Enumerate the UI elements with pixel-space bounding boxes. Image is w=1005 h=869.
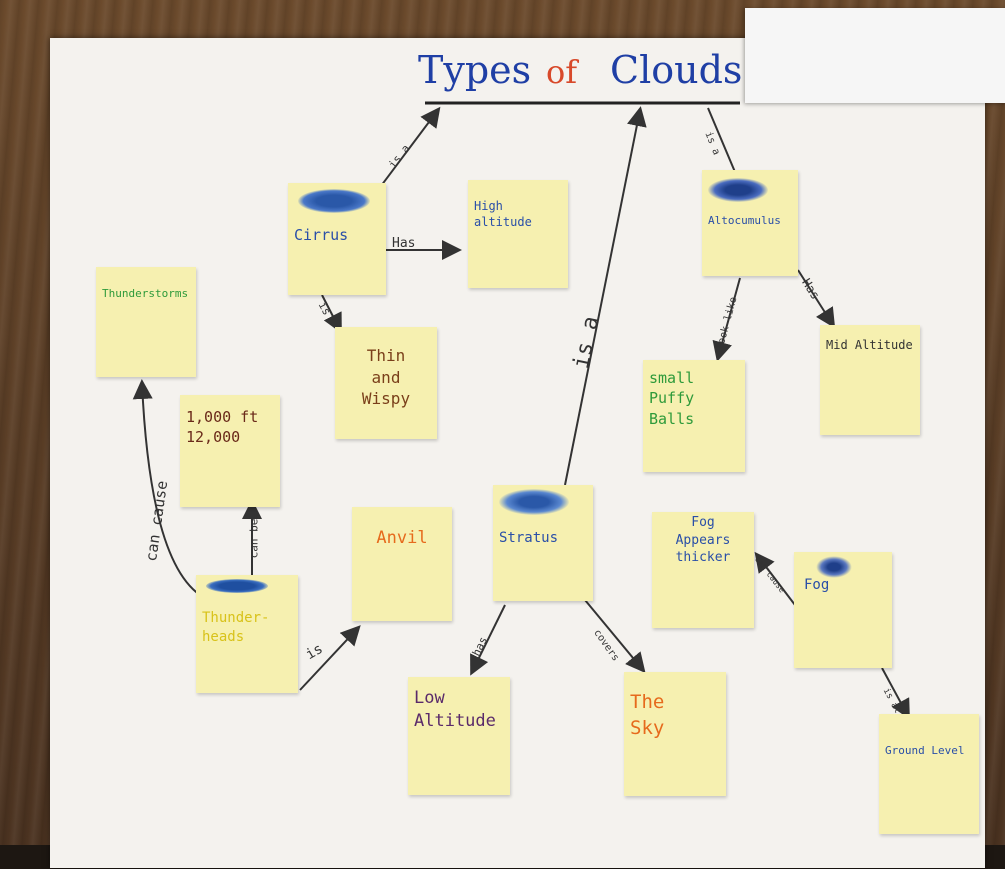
arrow-thunder-can-cause — [132, 379, 201, 596]
note-small-puffy-balls: small Puffy Balls — [643, 360, 745, 472]
note-text: Thin and Wispy — [361, 346, 411, 409]
note-thunderstorms: Thunderstorms — [96, 267, 196, 377]
arrow-stratus-is-a — [564, 106, 647, 486]
note-fog-appears-thicker: Fog Appears thicker — [652, 512, 754, 628]
arrow-fog-is-at — [881, 667, 910, 720]
note-thunderheads: Thunder- heads — [196, 575, 298, 693]
cloud-scribble-icon — [816, 556, 852, 578]
note-ground-level: Ground Level — [879, 714, 979, 834]
arrow-cirrus-is — [321, 294, 342, 334]
note-text: Altocumulus — [708, 214, 781, 227]
note-low-altitude: Low Altitude — [408, 677, 510, 795]
arrow-fog-link — [754, 551, 796, 606]
note-text: 1,000 ft 12,000 — [186, 408, 259, 447]
title-of: of — [546, 53, 578, 91]
note-text: Thunderstorms — [102, 287, 189, 300]
line-alto-is-a — [707, 107, 736, 173]
cloud-scribble-icon — [298, 189, 370, 213]
note-fog: Fog — [794, 552, 892, 668]
note-text: Cirrus — [294, 226, 349, 244]
arrow-alto-has — [797, 269, 836, 329]
label-cirrus-has: Has — [392, 236, 416, 251]
paper-corner — [745, 8, 1005, 103]
arrow-thunder-is — [299, 625, 361, 691]
title-types: Types — [418, 48, 532, 92]
cloud-scribble-icon — [206, 579, 268, 593]
note-altocumulus: Altocumulus — [702, 170, 798, 276]
cloud-scribble-icon — [708, 178, 768, 202]
note-text: Low Altitude — [414, 688, 496, 731]
arrow-cirrus-is-a — [377, 106, 441, 191]
note-text: Fog Appears thicker — [675, 515, 731, 566]
note-text: Fog — [804, 577, 830, 593]
note-text: small Puffy Balls — [649, 369, 695, 428]
arrow-stratus-has — [470, 604, 506, 676]
note-text: The Sky — [630, 691, 665, 739]
arrow-alto-looks-like — [712, 277, 741, 362]
title-clouds: Clouds — [610, 48, 743, 92]
cloud-scribble-icon — [499, 489, 569, 515]
note-cirrus: Cirrus — [288, 183, 386, 295]
note-text: Thunder- heads — [202, 610, 270, 645]
note-thin-and-wispy: Thin and Wispy — [335, 327, 437, 439]
note-text: Anvil — [376, 528, 428, 548]
note-anvil: Anvil — [352, 507, 452, 621]
note-mid-altitude: Mid Altitude — [820, 325, 920, 435]
note-stratus: Stratus — [493, 485, 593, 601]
note-altitude-range: 1,000 ft 12,000 — [180, 395, 280, 507]
note-high-altitude: High altitude — [468, 180, 568, 288]
arrow-stratus-covers — [584, 599, 646, 674]
note-the-sky: The Sky — [624, 672, 726, 796]
note-text: High altitude — [474, 199, 532, 230]
note-text: Ground Level — [885, 744, 965, 757]
note-text: Stratus — [499, 530, 559, 546]
note-text: Mid Altitude — [826, 338, 913, 352]
label-thunder-can-be: can be — [247, 518, 261, 559]
